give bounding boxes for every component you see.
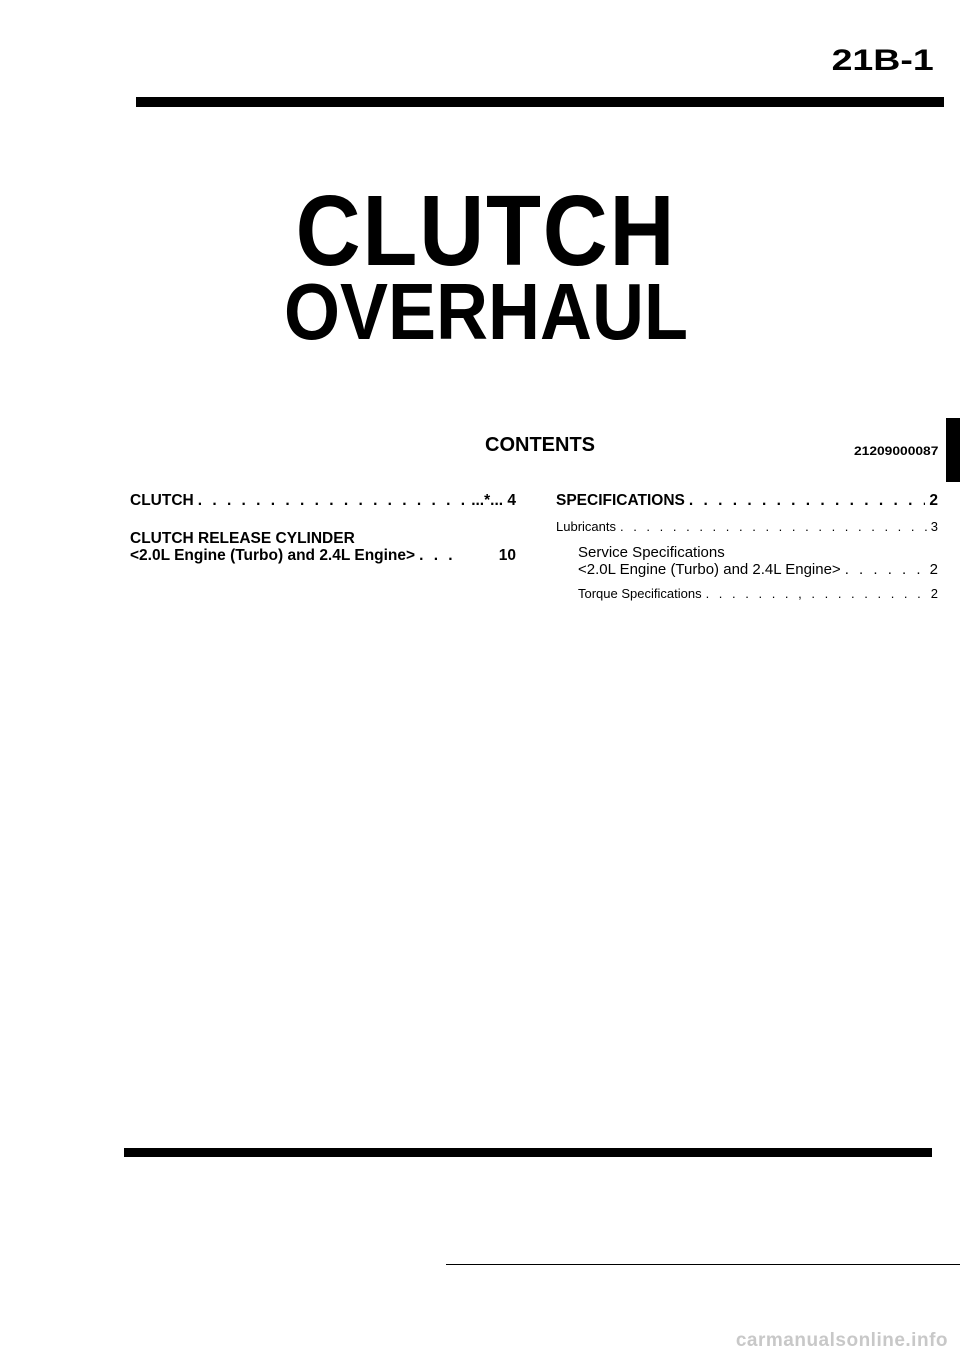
- toc-page-number: ...*... 4: [471, 492, 516, 509]
- toc-leader-dots: . . . . . . . . . . . . . . . . . . . . …: [197, 492, 467, 509]
- toc-label: <2.0L Engine (Turbo) and 2.4L Engine>: [130, 547, 416, 564]
- section-tab-marker: [946, 418, 960, 482]
- toc-entry-service-specs-title[interactable]: Service Specifications: [578, 544, 725, 561]
- toc-label: SPECIFICATIONS: [556, 492, 685, 509]
- toc-entry-release-cylinder[interactable]: <2.0L Engine (Turbo) and 2.4L Engine> . …: [130, 547, 516, 565]
- document-code: 21209000087: [853, 444, 938, 458]
- watermark: carmanualsonline.info: [735, 1330, 948, 1351]
- contents-heading: CONTENTS: [485, 434, 595, 456]
- toc-entry-specifications[interactable]: SPECIFICATIONS . . . . . . . . . . . . .…: [556, 492, 938, 510]
- top-rule: [136, 97, 944, 107]
- toc-page-number: 3: [930, 519, 938, 534]
- toc-label: Lubricants: [556, 519, 616, 534]
- footer-rule: [446, 1264, 960, 1265]
- page-number: 21B-1: [831, 44, 934, 77]
- bottom-rule: [124, 1148, 932, 1157]
- toc-entry-lubricants[interactable]: Lubricants . . . . . . . . . . . . . . .…: [556, 519, 938, 534]
- toc-leader-dots: . . . . . . . . . . . . . . . . . . . . …: [619, 519, 927, 534]
- toc-page-number: 2: [929, 561, 938, 578]
- toc-label: CLUTCH: [130, 492, 194, 509]
- title-line-1: CLUTCH: [295, 175, 677, 287]
- toc-entry-torque-specs[interactable]: Torque Specifications . . . . . . . , . …: [578, 586, 938, 601]
- toc-page-number: 2: [929, 492, 938, 509]
- toc-entry-clutch[interactable]: CLUTCH . . . . . . . . . . . . . . . . .…: [130, 492, 516, 510]
- toc-page-number: 2: [930, 586, 938, 601]
- toc-entry-service-specs[interactable]: <2.0L Engine (Turbo) and 2.4L Engine> . …: [578, 561, 938, 578]
- toc-label: Torque Specifications: [578, 586, 702, 601]
- toc-leader-dots: . . . . . . . . .: [844, 561, 926, 578]
- toc-leader-dots: . . . . . . . . . . . . . . . . . . . . …: [688, 492, 925, 509]
- toc-label: <2.0L Engine (Turbo) and 2.4L Engine>: [578, 561, 841, 578]
- toc-entry-release-cylinder-title[interactable]: CLUTCH RELEASE CYLINDER: [130, 530, 355, 547]
- toc-leader-dots: . . .: [419, 547, 456, 564]
- toc-page-number: 10: [498, 547, 516, 564]
- toc-leader-dots: . . . . . . . , . . . . . . . . . . . . …: [705, 586, 927, 601]
- title-line-2: OVERHAUL: [283, 267, 689, 356]
